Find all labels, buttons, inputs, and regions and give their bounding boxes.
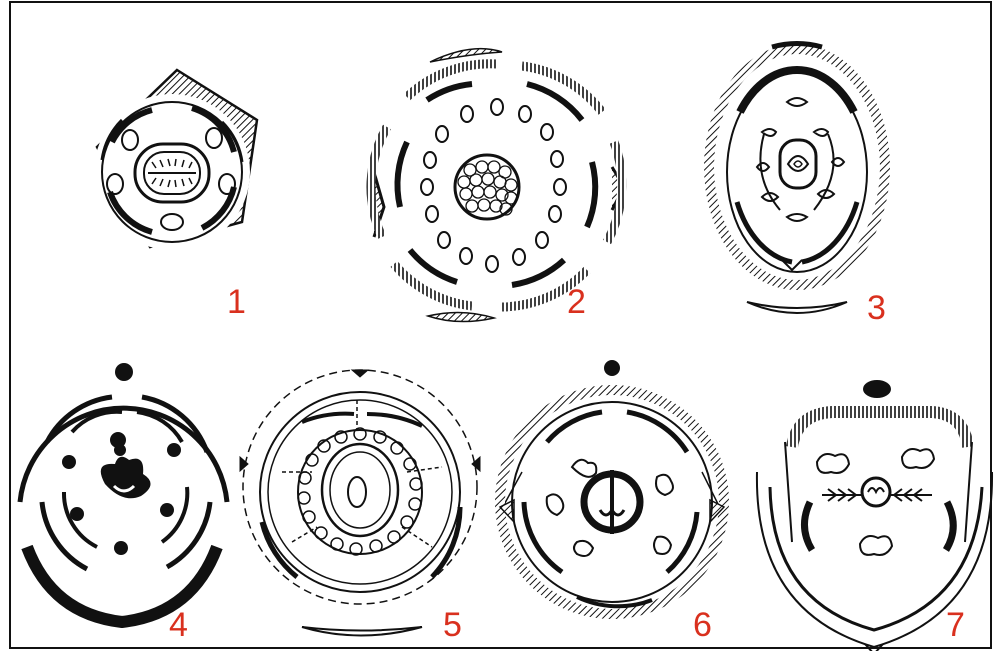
- floral-diagram-6: [500, 360, 724, 614]
- figure-frame: 1 2 3 4 5 6 7: [9, 1, 992, 649]
- diagram-label-4: 4: [169, 608, 188, 642]
- axis-dot: [115, 363, 133, 381]
- diagram-label-3: 3: [867, 291, 886, 325]
- axis-dot: [604, 360, 620, 376]
- diagram-label-5: 5: [443, 608, 462, 642]
- floral-diagram-4: [20, 363, 227, 622]
- floral-diagram-5: [240, 370, 480, 636]
- diagram-label-7: 7: [946, 608, 965, 642]
- axis-dot: [863, 380, 891, 398]
- floral-diagram-2: [371, 49, 624, 322]
- diagram-label-2: 2: [567, 285, 586, 319]
- diagram-label-6: 6: [693, 608, 712, 642]
- diagram-label-1: 1: [227, 285, 246, 319]
- floral-diagrams-canvas: [11, 3, 994, 651]
- floral-diagram-3: [709, 44, 885, 314]
- ovary: [322, 444, 398, 536]
- floral-diagram-1: [94, 70, 257, 250]
